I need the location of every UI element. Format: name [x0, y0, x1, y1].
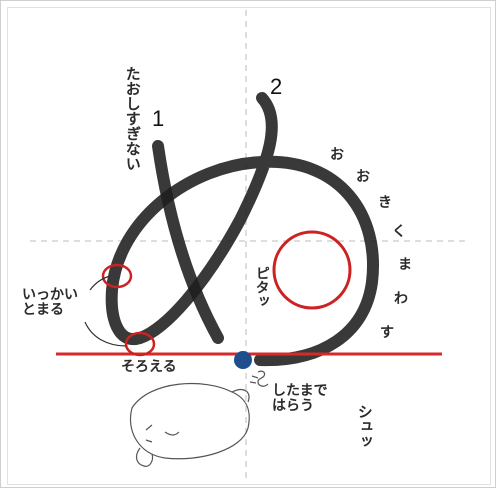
stroke-number-2: 2 — [270, 74, 282, 100]
note-shutt: シュッ — [356, 404, 372, 449]
center-point-dot — [234, 351, 252, 369]
note-align: そろえる — [121, 360, 177, 375]
open-space-circle — [274, 232, 350, 308]
note-big-turn-4: く — [392, 225, 406, 240]
note-big-turn-7: す — [380, 326, 394, 341]
stroke-number-1: 1 — [152, 106, 164, 132]
note-sweep-down: したまで はらう — [272, 384, 328, 413]
note-big-turn-2: お — [356, 170, 370, 185]
note-pitatt: ピタッ — [254, 266, 269, 308]
note-big-turn-3: き — [378, 196, 392, 211]
note-stop-once: いっかい とまる — [22, 288, 78, 317]
note-big-turn-6: わ — [394, 292, 408, 307]
brush-stroke-2 — [112, 98, 373, 360]
note-big-turn-1: お — [330, 148, 344, 163]
note-dont-tilt-too-much: たおしすぎない — [124, 66, 140, 171]
mascot-sketch — [130, 371, 268, 466]
note-big-turn-5: ま — [398, 258, 412, 273]
